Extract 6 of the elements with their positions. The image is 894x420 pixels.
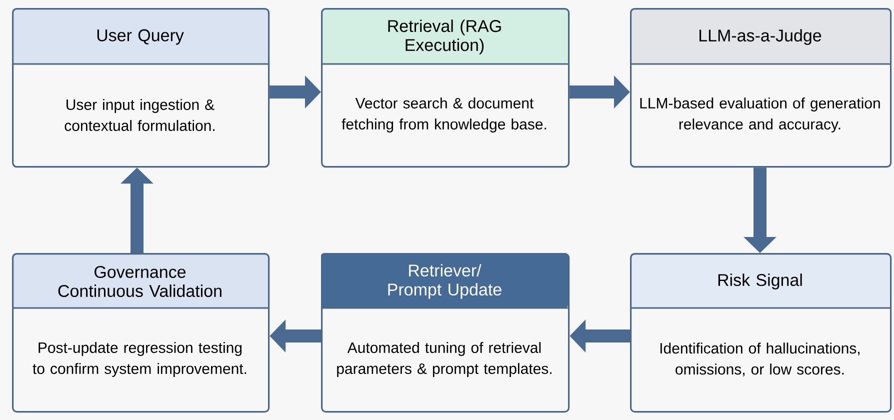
- process-card: Retriever/ Prompt Update Automated tuning of retrieval parameters & prompt templates.: [321, 253, 570, 413]
- process-card: Governance Continuous Validation Post-update regression testing to confirm system improvement.: [12, 253, 270, 413]
- process-card: Risk Signal Identification of hallucinations, omissions, or low scores.: [630, 253, 892, 413]
- process-card: LLM-as-a-Judge LLM-based evaluation of generation relevance and accuracy.: [630, 8, 892, 168]
- process-card: User Query User input ingestion & contextual formulation.: [12, 8, 270, 168]
- process-card: Retrieval (RAG Execution) Vector search & document fetching from knowledge base.: [321, 8, 570, 168]
